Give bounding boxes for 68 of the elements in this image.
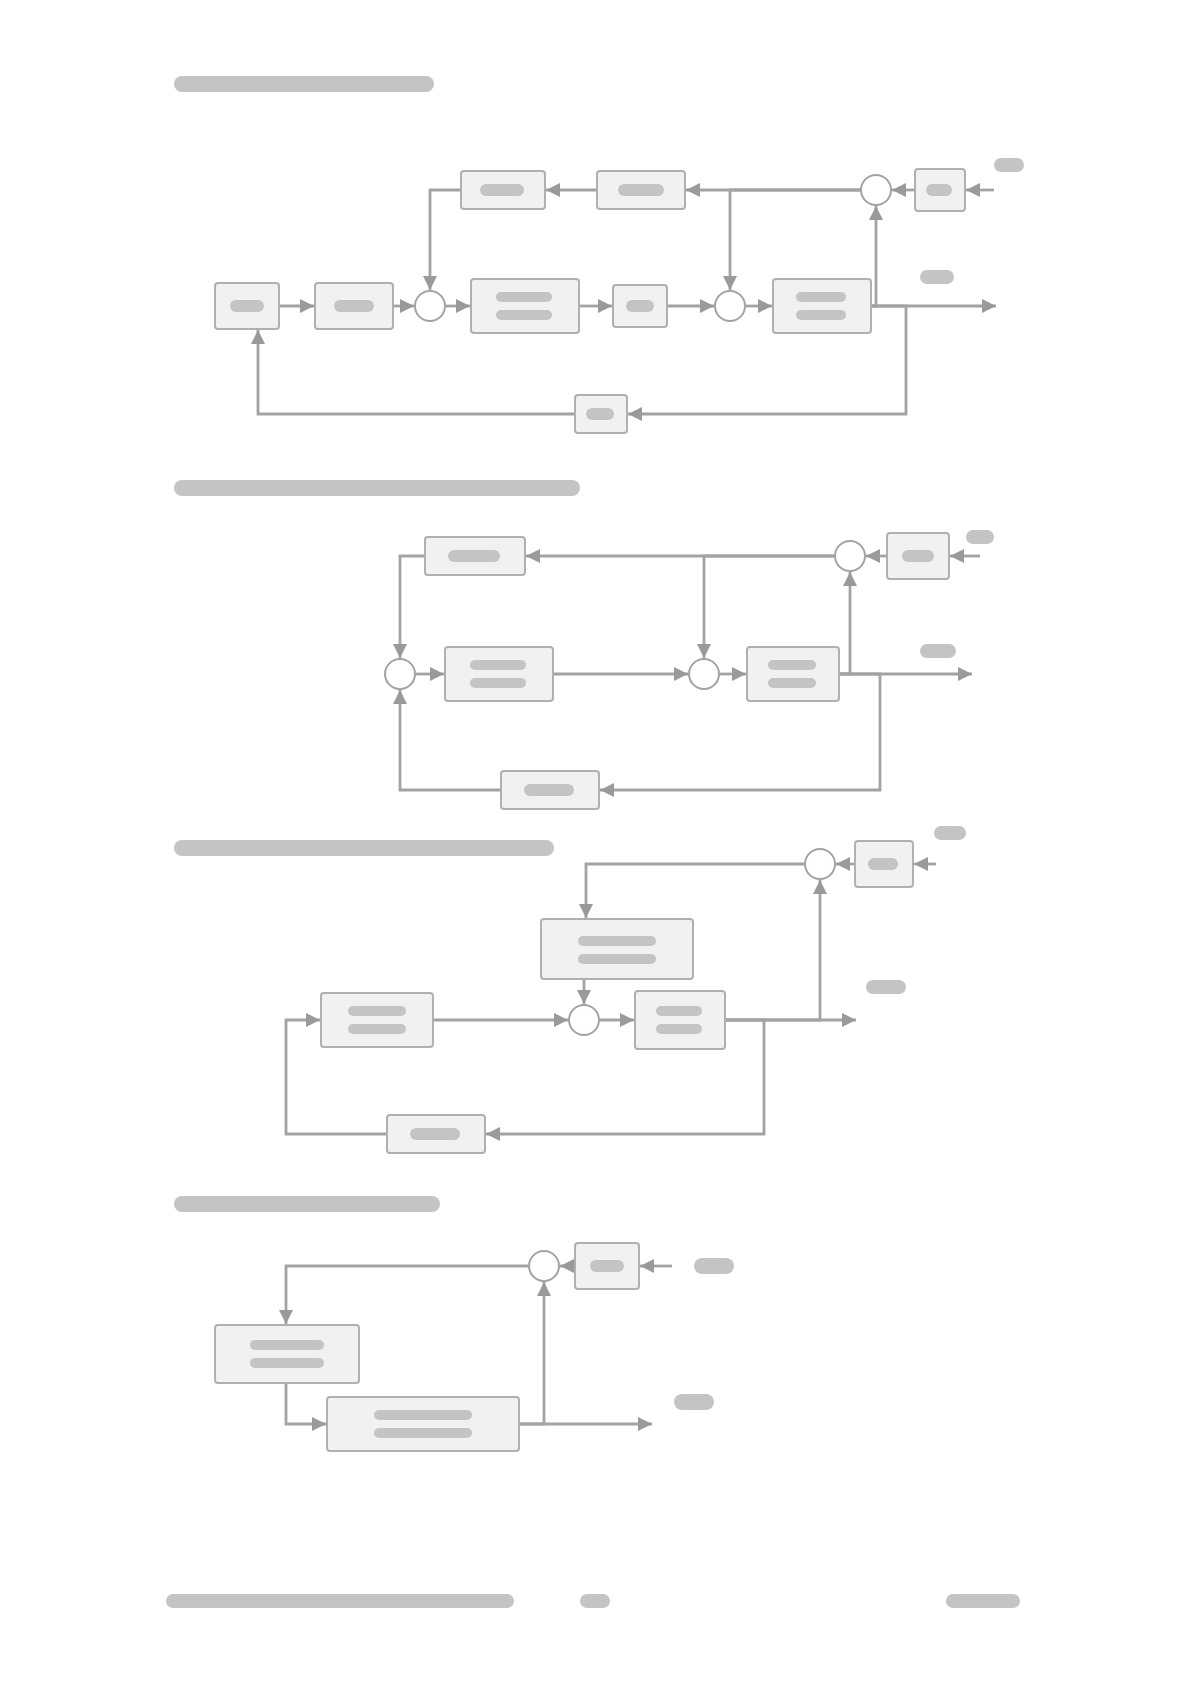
block-box xyxy=(612,284,668,328)
block-box xyxy=(386,1114,486,1154)
arrow xyxy=(600,1013,634,1027)
arrow xyxy=(966,183,994,197)
summing-junction xyxy=(568,1004,600,1036)
arrow xyxy=(393,554,424,658)
block-box xyxy=(314,282,394,330)
arrow xyxy=(554,667,688,681)
arrow xyxy=(560,1259,574,1273)
arrow xyxy=(520,1417,652,1431)
arrow xyxy=(892,183,914,197)
block-box xyxy=(444,646,554,702)
block-box xyxy=(326,1396,520,1452)
block-box xyxy=(500,770,600,810)
block-box xyxy=(634,990,726,1050)
summing-junction xyxy=(834,540,866,572)
arrow xyxy=(393,690,500,792)
arrow xyxy=(914,857,936,871)
summing-junction xyxy=(714,290,746,322)
block-box xyxy=(914,168,966,212)
arrow xyxy=(628,304,908,421)
arrow xyxy=(579,862,804,918)
arrow xyxy=(866,549,886,563)
summing-junction xyxy=(414,290,446,322)
arrow xyxy=(577,980,591,1004)
arrow xyxy=(746,299,772,313)
summing-junction xyxy=(860,174,892,206)
block-box xyxy=(424,536,526,576)
block-box xyxy=(470,278,580,334)
arrow xyxy=(697,554,834,658)
arrow xyxy=(600,672,882,797)
block-box xyxy=(460,170,546,210)
arrow xyxy=(869,206,883,308)
arrow xyxy=(950,549,980,563)
block-box xyxy=(886,532,950,580)
summing-junction xyxy=(384,658,416,690)
block-box xyxy=(214,282,280,330)
arrow xyxy=(720,667,746,681)
block-box xyxy=(540,918,694,980)
summing-junction xyxy=(528,1250,560,1282)
block-box xyxy=(214,1324,360,1384)
block-box xyxy=(854,840,914,888)
arrow xyxy=(284,1384,326,1431)
arrow xyxy=(446,299,470,313)
arrow xyxy=(580,299,612,313)
arrow xyxy=(668,299,714,313)
arrow xyxy=(840,572,857,676)
arrow xyxy=(546,183,596,197)
block-box xyxy=(596,170,686,210)
block-box xyxy=(574,394,628,434)
arrow xyxy=(416,667,444,681)
arrow xyxy=(394,299,414,313)
arrow xyxy=(486,1018,766,1141)
arrow xyxy=(723,188,860,290)
summing-junction xyxy=(688,658,720,690)
block-box xyxy=(746,646,840,702)
arrow xyxy=(279,1264,528,1324)
arrow xyxy=(284,1013,386,1136)
arrow xyxy=(251,330,574,416)
arrow xyxy=(280,299,314,313)
summing-junction xyxy=(804,848,836,880)
arrow xyxy=(423,188,460,290)
block-box xyxy=(574,1242,640,1290)
block-box xyxy=(320,992,434,1048)
arrow xyxy=(836,857,854,871)
arrow xyxy=(434,1013,568,1027)
arrow xyxy=(640,1259,672,1273)
block-box xyxy=(772,278,872,334)
